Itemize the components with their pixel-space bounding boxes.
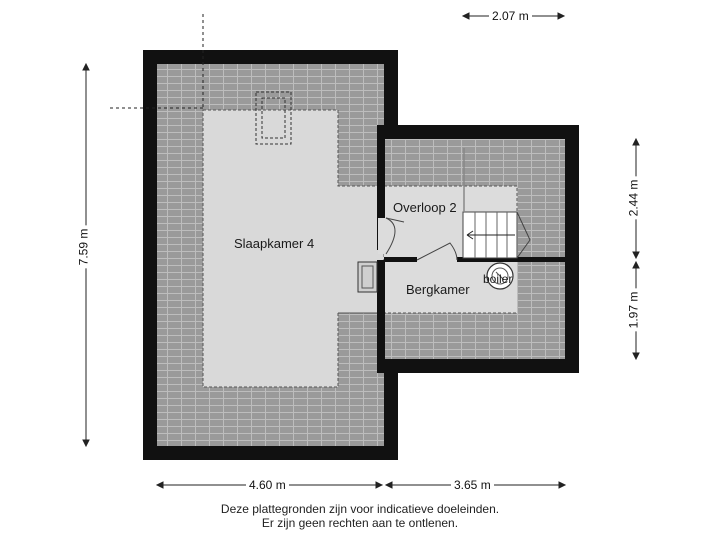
disclaimer-line-2: Er zijn geen rechten aan te ontlenen. xyxy=(261,516,459,530)
dimension-right-upper: 2.44 m xyxy=(626,176,641,220)
doors xyxy=(378,217,458,262)
room-label-bergkamer: Bergkamer xyxy=(406,282,470,297)
shaft xyxy=(357,261,378,293)
room-label-slaapkamer: Slaapkamer 4 xyxy=(234,236,315,251)
room-label-overloop: Overloop 2 xyxy=(393,200,457,215)
staircase xyxy=(462,148,531,259)
dimension-top-right: 2.07 m xyxy=(489,9,532,23)
room-label-boiler: boiler xyxy=(483,272,513,286)
skylight xyxy=(255,91,292,145)
guide-lines xyxy=(110,14,204,110)
dimension-left-height: 7.59 m xyxy=(76,225,91,269)
disclaimer-line-1: Deze plattegronden zijn voor indicatieve… xyxy=(220,502,500,516)
dimension-bottom-left: 4.60 m xyxy=(246,478,289,492)
dimension-right-lower: 1.97 m xyxy=(626,288,641,332)
interior-walls xyxy=(377,125,565,373)
boiler-symbol xyxy=(486,262,514,290)
dimension-bottom-right: 3.65 m xyxy=(451,478,494,492)
